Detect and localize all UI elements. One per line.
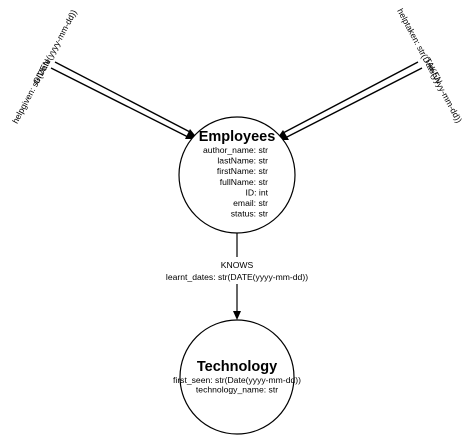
employees-property: fullName: str: [220, 177, 268, 187]
edge-knows-arrowhead: [233, 311, 241, 320]
technology-property: first_seen: str(Date(yyyy-mm-dd)): [173, 375, 301, 385]
edge-taken-property: helptaken: str(Date(yyyy-mm-dd)): [395, 7, 464, 125]
employees-property: firstName: str: [217, 166, 268, 176]
node-technology[interactable]: Technology first_seen: str(Date(yyyy-mm-…: [173, 319, 301, 435]
edge-knows: KNOWS learnt_dates: str(DATE(yyyy-mm-dd)…: [166, 233, 308, 320]
edge-given-line-b: [54, 61, 191, 133]
edge-knows-property: learnt_dates: str(DATE(yyyy-mm-dd)): [166, 272, 308, 282]
employees-property: email: str: [233, 198, 268, 208]
technology-property: technology_name: str: [196, 385, 278, 395]
node-technology-title: Technology: [197, 359, 277, 375]
edge-knows-label-bg: [170, 258, 304, 283]
edge-given-property: helpgiven: str(Date(yyyy-mm-dd)): [10, 8, 79, 125]
edge-taken-line-a: [282, 61, 419, 134]
edge-taken: TAKEN helptaken: str(Date(yyyy-mm-dd)): [276, 7, 464, 140]
employees-property: lastName: str: [217, 156, 268, 166]
employees-property: author_name: str: [203, 145, 268, 155]
edge-taken-line-b: [284, 67, 423, 139]
node-employees-title: Employees: [199, 129, 276, 145]
node-technology-circle: [179, 319, 295, 435]
edge-knows-label: KNOWS: [221, 260, 254, 270]
employees-property: ID: int: [246, 187, 269, 197]
edge-given: GIVEN helpgiven: str(Date(yyyy-mm-dd)): [10, 8, 198, 139]
node-technology-properties: first_seen: str(Date(yyyy-mm-dd))technol…: [173, 375, 301, 395]
employees-property: status: str: [231, 209, 268, 219]
edge-given-line-a: [50, 67, 189, 138]
